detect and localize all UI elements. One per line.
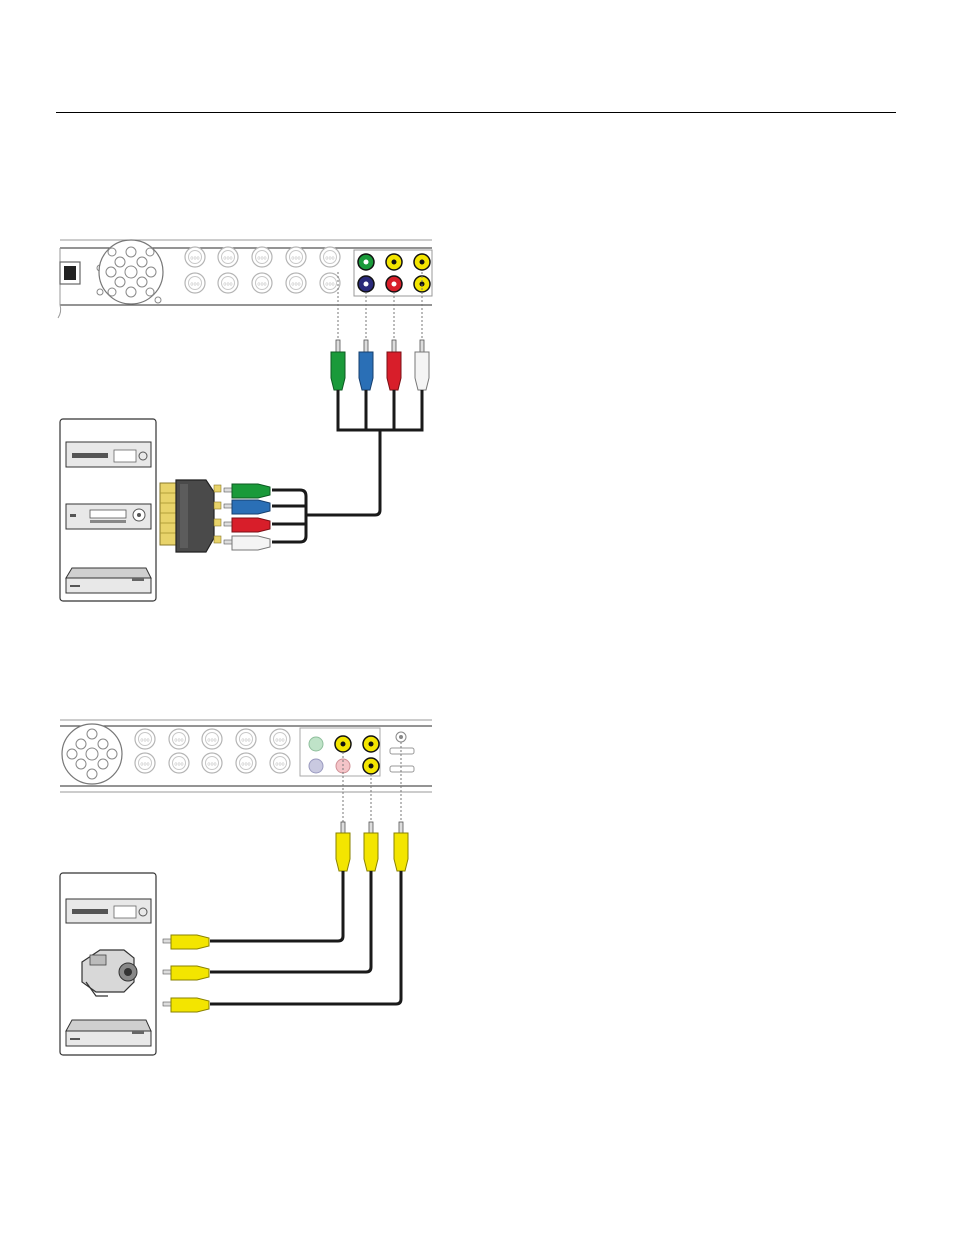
component-plugs <box>331 340 429 390</box>
green-plug-icon <box>331 340 345 390</box>
dvd-player-icon <box>66 1020 151 1046</box>
yellow-plug-icon <box>364 822 378 871</box>
vcr-icon <box>66 442 151 467</box>
source-devices-box <box>60 419 156 601</box>
composite-plugs <box>336 822 408 871</box>
dvd-player-icon <box>66 568 151 593</box>
yellow-plug-icon <box>163 935 209 949</box>
yellow-plug-icon <box>336 822 350 871</box>
source-plugs <box>163 935 209 1012</box>
fan-grille-icon <box>99 240 163 304</box>
yellow-plug-icon <box>163 998 209 1012</box>
receiver-icon <box>66 504 151 529</box>
white-plug-icon <box>415 340 429 390</box>
scart-adapter-icon <box>160 480 221 552</box>
tv-rear-panel <box>58 240 432 318</box>
red-plug-icon <box>224 518 270 532</box>
unused-connectors <box>135 729 290 773</box>
tv-rear-panel <box>60 718 432 792</box>
red-plug-icon <box>387 340 401 390</box>
yellow-plug-icon <box>163 966 209 980</box>
adapter-plugs <box>224 484 270 550</box>
diagram-component-connection <box>58 240 432 601</box>
blue-plug-icon <box>359 340 373 390</box>
component-input-jacks <box>354 250 432 296</box>
white-plug-icon <box>224 536 270 550</box>
composite-input-jacks <box>300 728 414 776</box>
source-devices-box <box>60 873 156 1055</box>
vcr-icon <box>66 899 151 923</box>
unused-connectors <box>185 247 340 293</box>
composite-cables <box>210 871 401 1004</box>
fan-grille-icon <box>60 718 122 786</box>
guide-lines <box>338 272 422 340</box>
yellow-plug-icon <box>394 822 408 871</box>
power-socket-icon <box>60 262 103 295</box>
blue-plug-icon <box>224 500 270 514</box>
component-cable <box>272 390 422 542</box>
green-plug-icon <box>224 484 270 498</box>
diagram-composite-connection <box>60 718 432 1055</box>
